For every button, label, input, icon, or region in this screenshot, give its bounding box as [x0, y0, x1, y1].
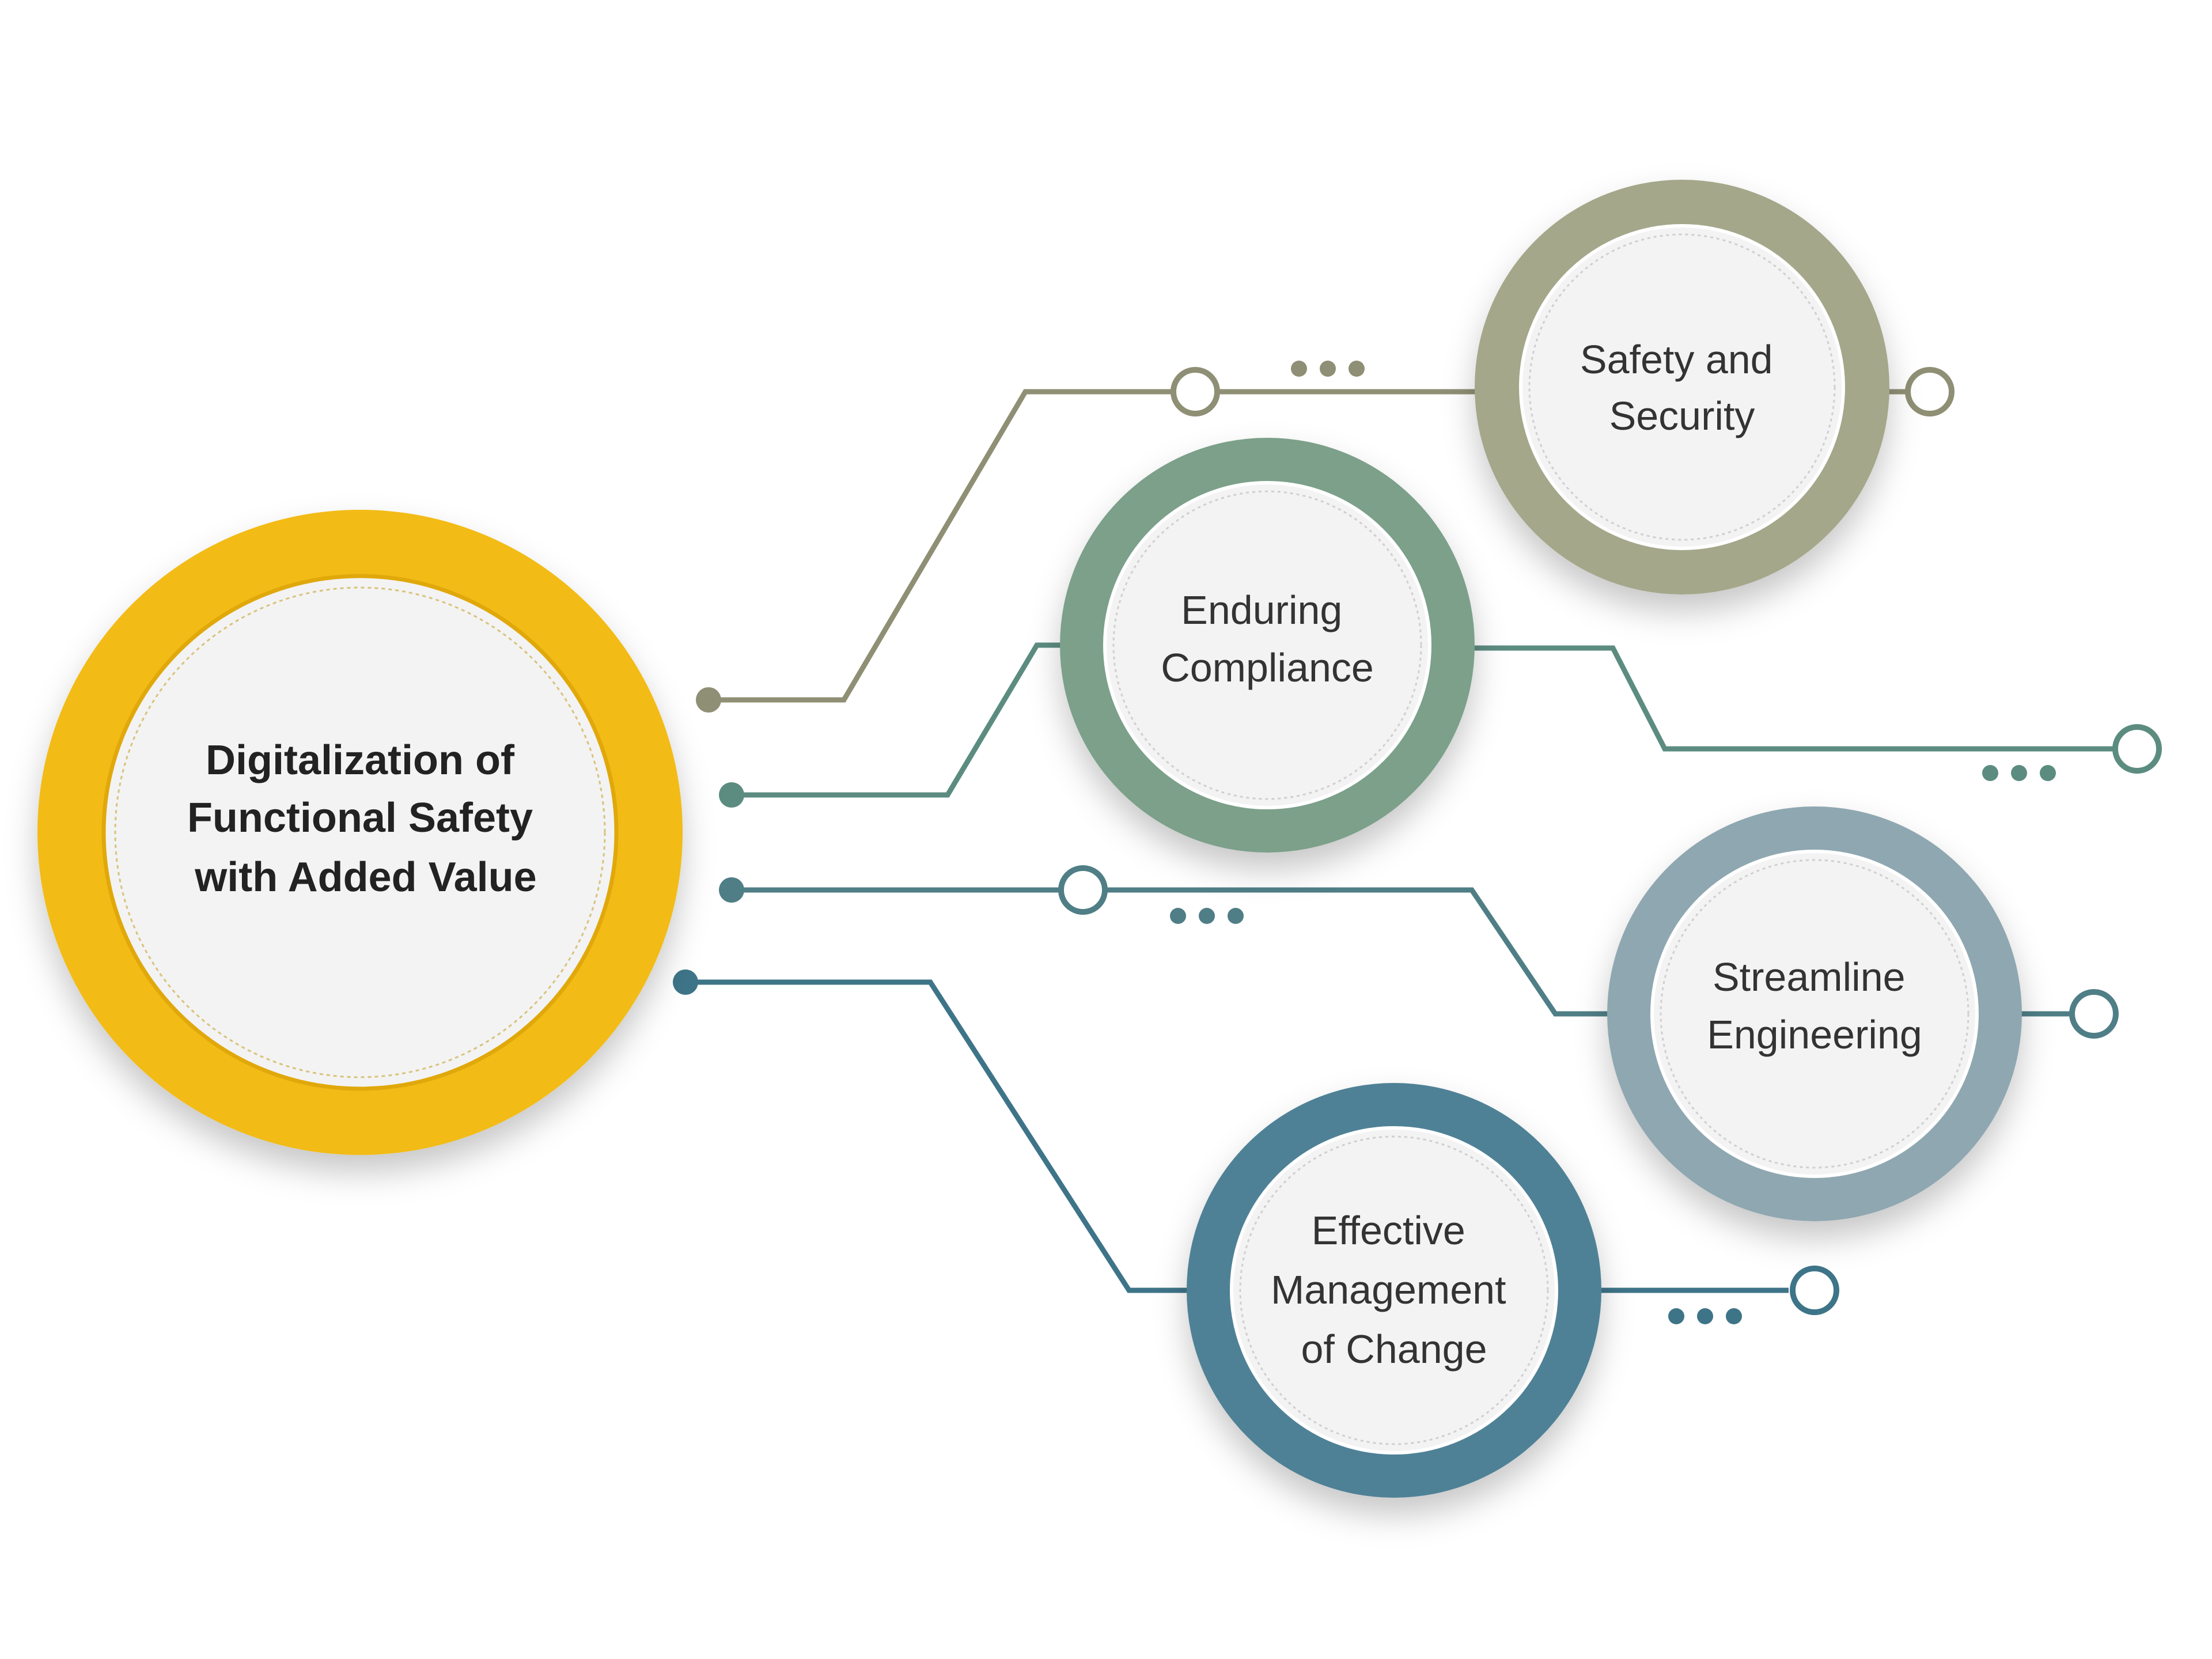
ellipsis-dots: [1982, 765, 2056, 781]
node-label-line: Safety and: [1580, 337, 1773, 382]
node-inner-dashed: [1660, 859, 1969, 1169]
endpoint-dot: [719, 782, 744, 808]
node-label: Streamline Engineering: [1707, 955, 1922, 1057]
node-ring-marker: [1790, 1266, 1839, 1315]
ellipsis-dots: [1668, 1308, 1742, 1324]
node-ring-marker: [2069, 989, 2119, 1039]
node-label-line: Streamline: [1713, 955, 1906, 999]
node-inner-dashed: [1528, 233, 1836, 541]
node-effective-management-of-change: Effective Management of Change: [1187, 1083, 1601, 1498]
node-inner: [1103, 481, 1431, 809]
node-label-line: Management: [1271, 1267, 1506, 1312]
node-label-line: Enduring: [1181, 588, 1342, 632]
node-inner: [1650, 850, 1979, 1178]
node-label: Effective Management of Change: [1271, 1208, 1517, 1372]
connector-effective-management: [685, 979, 1195, 1293]
node-label-line: of Change: [1301, 1327, 1487, 1372]
connector-streamline-engineering: [732, 887, 1613, 1017]
connector-enduring-compliance: [732, 642, 1066, 798]
node-inner: [1519, 224, 1845, 550]
connector-safety-and-security: [709, 389, 1498, 703]
endpoint-dot: [673, 969, 698, 995]
connector-enduring-compliance-tail: [1469, 645, 2114, 752]
node-label-line: Security: [1609, 393, 1755, 438]
node-ring-marker: [2112, 724, 2162, 774]
node-inner: [1230, 1126, 1558, 1455]
endpoint-dot: [719, 877, 744, 903]
main-hub-label-line: Functional Safety: [187, 795, 533, 841]
main-hub-label: Digitalization of Functional Safety with…: [187, 737, 544, 900]
node-ring-marker: [1171, 367, 1220, 416]
main-hub-label-line: Digitalization of: [206, 737, 515, 783]
ellipsis-dots: [1291, 361, 1365, 377]
node-streamline-engineering: Streamline Engineering: [1607, 806, 2022, 1221]
node-enduring-compliance: Enduring Compliance: [1060, 438, 1475, 853]
endpoint-dot: [696, 687, 721, 713]
main-hub-inner: [101, 574, 619, 1091]
node-label-line: Compliance: [1161, 645, 1374, 690]
main-hub: Digitalization of Functional Safety with…: [37, 510, 683, 1155]
main-hub-label-line: with Added Value: [194, 854, 536, 900]
node-label-line: Effective: [1312, 1208, 1465, 1253]
node-label: Safety and Security: [1580, 337, 1784, 438]
node-label-line: Engineering: [1707, 1012, 1922, 1057]
connectors: [673, 361, 2162, 1324]
node-ring-marker: [1058, 865, 1108, 915]
main-hub-inner-dashed: [114, 586, 606, 1078]
node-ring-marker: [1905, 367, 1955, 416]
node-label: Enduring Compliance: [1161, 588, 1374, 690]
node-safety-and-security: Safety and Security: [1475, 180, 1889, 594]
node-inner-dashed: [1239, 1135, 1549, 1445]
node-inner-dashed: [1112, 490, 1422, 800]
ellipsis-dots: [1170, 908, 1244, 924]
